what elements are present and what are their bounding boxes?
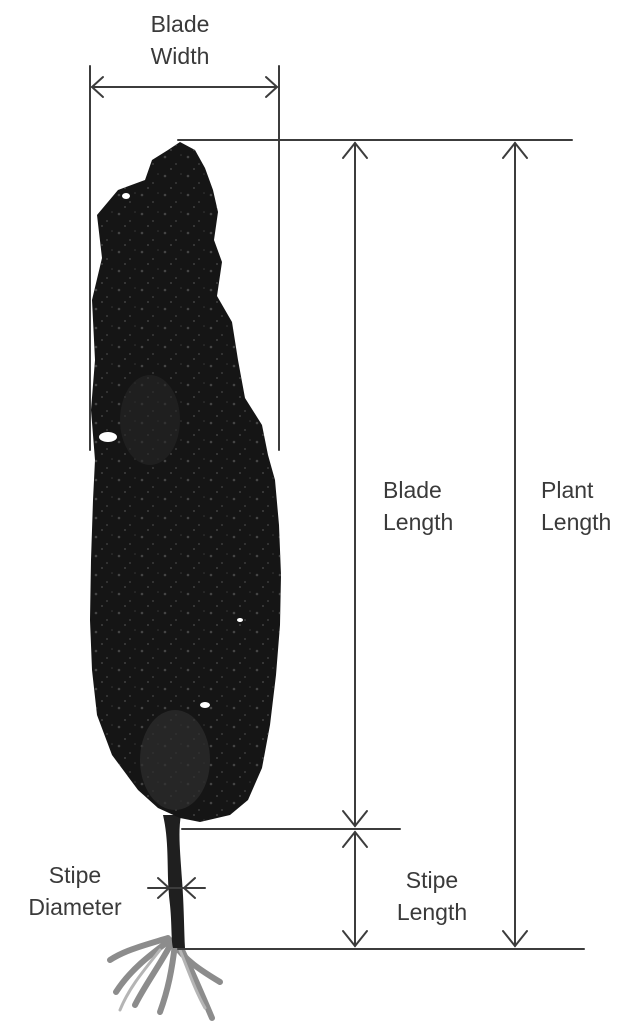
stipe: [163, 815, 185, 948]
stipe-diameter-label-line2: Diameter: [14, 891, 136, 923]
blade-length-label-line2: Length: [383, 506, 453, 538]
blade-length-dimension: [343, 143, 367, 826]
plant-length-label-line2: Length: [541, 506, 611, 538]
blade-width-label-line2: Width: [118, 40, 242, 72]
blade-width-label: Blade Width: [118, 8, 242, 72]
stipe-diameter-label-line1: Stipe: [14, 859, 136, 891]
blade-width-label-line1: Blade: [118, 8, 242, 40]
plant-length-label-line1: Plant: [541, 474, 611, 506]
stipe-diameter-label: Stipe Diameter: [14, 859, 136, 923]
stipe-length-label-line1: Stipe: [377, 864, 487, 896]
stipe-length-label: Stipe Length: [377, 864, 487, 928]
blade-length-label-line1: Blade: [383, 474, 453, 506]
stipe-length-label-line2: Length: [377, 896, 487, 928]
stipe-length-dimension: [343, 832, 367, 946]
plant-length-label: Plant Length: [541, 474, 611, 538]
blade-length-label: Blade Length: [383, 474, 453, 538]
plant-length-dimension: [503, 143, 527, 946]
